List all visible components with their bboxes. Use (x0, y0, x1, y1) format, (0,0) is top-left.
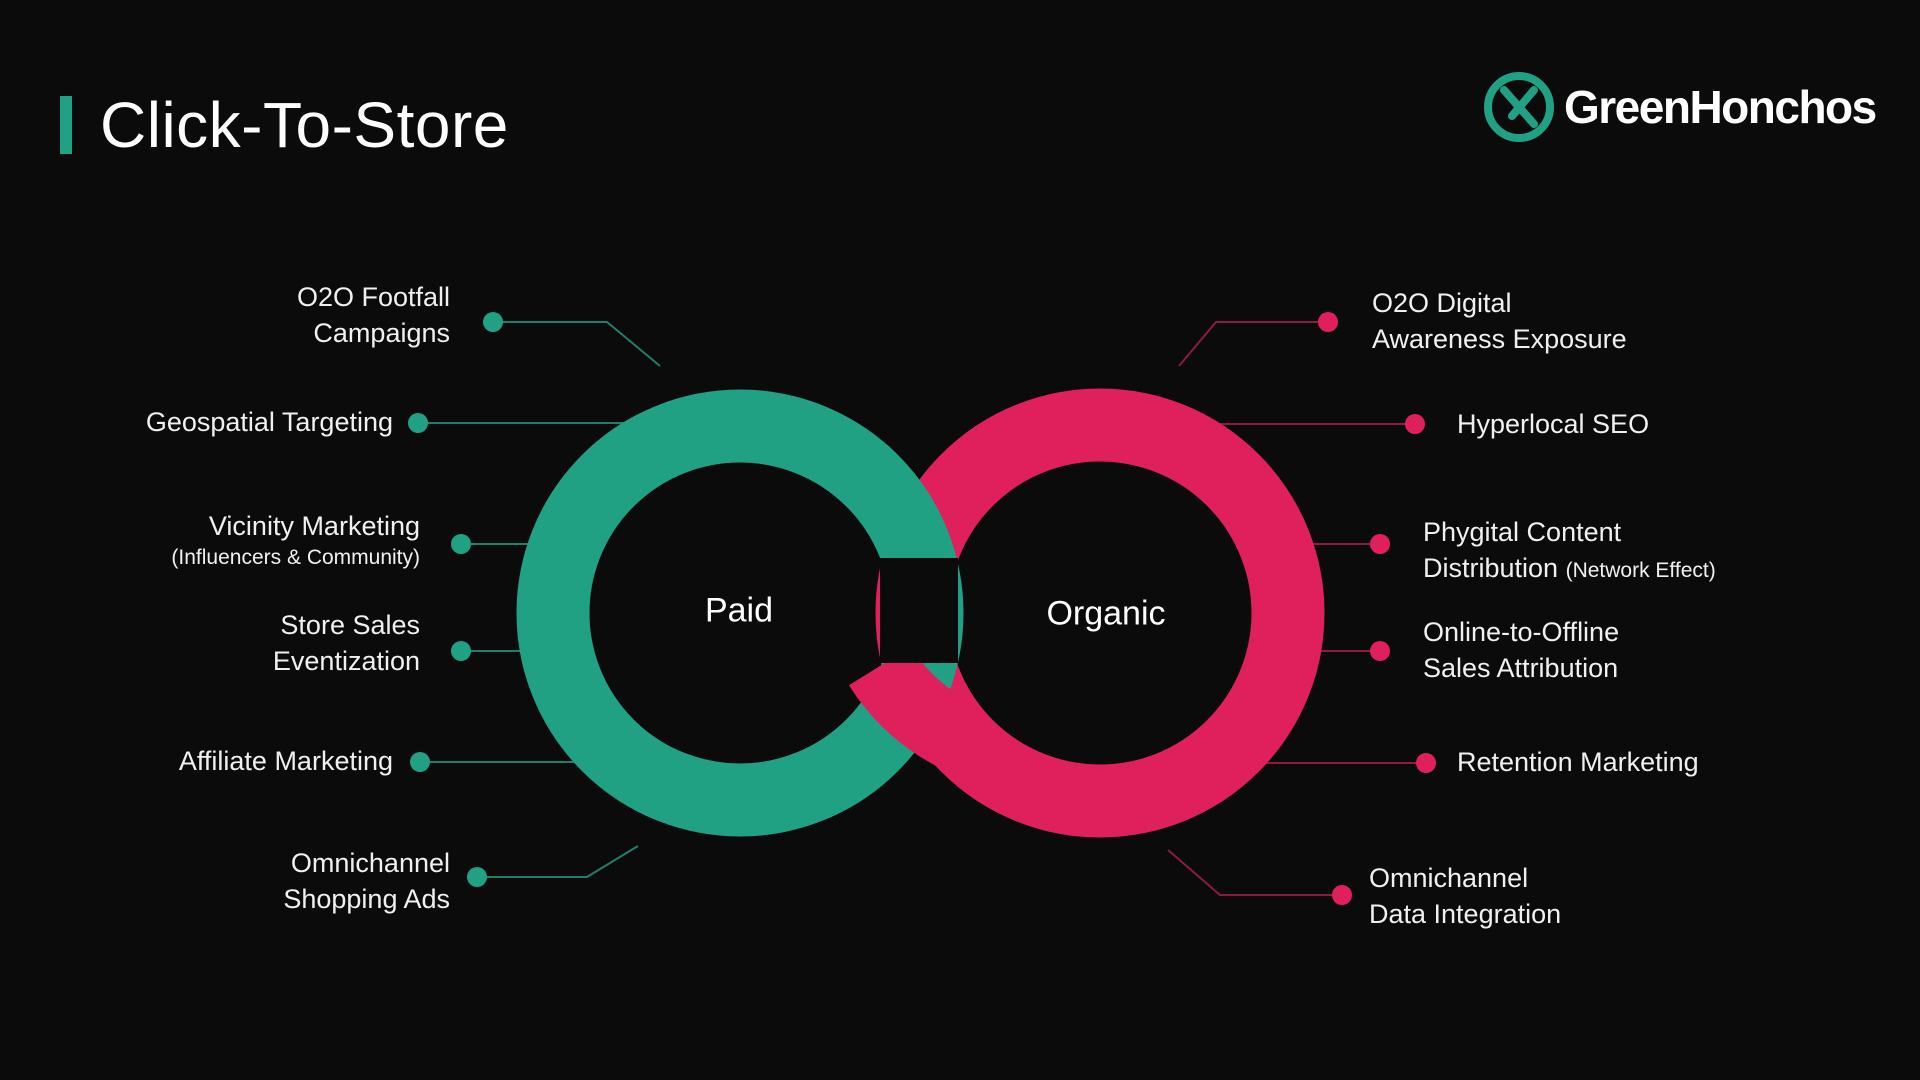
paid-item-4-line-2: Eventization (272, 646, 420, 676)
dot-paid-1 (483, 312, 503, 332)
dot-paid-5 (410, 752, 430, 772)
title-accent-bar (60, 96, 72, 154)
organic-item-4-line-1: Online-to-Offline (1423, 617, 1620, 647)
connector-organic-1 (1178, 321, 1328, 367)
organic-item-2-line-1: Hyperlocal SEO (1457, 409, 1650, 439)
brand-name: GreenHonchos (1564, 81, 1877, 133)
paid-item-1: O2O Footfall Campaigns (297, 279, 450, 351)
paid-label: Paid (704, 591, 774, 630)
organic-item-6: Omnichannel Data Integration (1369, 860, 1561, 932)
paid-item-5: Affiliate Marketing (179, 743, 393, 779)
organic-item-3-line-1: Phygital Content (1423, 517, 1622, 547)
paid-item-1-line-2: Campaigns (313, 318, 450, 348)
connector-paid-1 (492, 321, 661, 367)
connector-paid-6 (477, 845, 639, 878)
paid-item-2: Geospatial Targeting (146, 404, 393, 440)
organic-item-5: Retention Marketing (1457, 744, 1699, 780)
dot-paid-6 (467, 867, 487, 887)
greenhonchos-logo-icon (1484, 72, 1554, 142)
organic-item-2: Hyperlocal SEO (1457, 406, 1649, 442)
organic-item-6-line-1: Omnichannel (1369, 863, 1529, 893)
paid-cut (880, 561, 958, 663)
paid-cut-edge (880, 558, 958, 562)
page-title: Click-To-Store (100, 89, 509, 161)
paid-item-3-line-1: Vicinity Marketing (208, 511, 420, 541)
paid-item-4: Store Sales Eventization (273, 607, 420, 679)
dot-paid-3 (451, 534, 471, 554)
organic-item-4-line-2: Sales Attribution (1423, 653, 1619, 683)
organic-label: Organic (1046, 594, 1166, 633)
organic-dots (1318, 312, 1436, 905)
dot-organic-1 (1318, 312, 1338, 332)
organic-item-4: Online-to-Offline Sales Attribution (1423, 614, 1619, 686)
organic-connectors (1167, 321, 1426, 896)
paid-item-2-line-1: Geospatial Targeting (145, 407, 393, 437)
dot-organic-5 (1416, 753, 1436, 773)
organic-item-1: O2O Digital Awareness Exposure (1372, 285, 1627, 357)
paid-item-6-line-1: Omnichannel (290, 848, 450, 878)
organic-item-1-line-2: Awareness Exposure (1372, 324, 1627, 354)
organic-item-3-suffix: (Network Effect) (1565, 559, 1716, 582)
organic-item-1-line-1: O2O Digital (1372, 288, 1512, 318)
organic-item-3: Phygital Content Distribution (Network E… (1423, 514, 1716, 589)
connector-organic-6 (1167, 849, 1342, 896)
paid-item-1-line-1: O2O Footfall (296, 282, 450, 312)
organic-overlap-segment (849, 645, 975, 769)
paid-item-5-line-1: Affiliate Marketing (178, 746, 393, 776)
paid-dots (408, 312, 503, 887)
paid-item-4-line-1: Store Sales (280, 610, 420, 640)
dot-paid-2 (408, 413, 428, 433)
organic-item-5-line-1: Retention Marketing (1457, 747, 1699, 777)
organic-item-3-line-2: Distribution (1423, 553, 1559, 583)
dot-organic-4 (1370, 641, 1390, 661)
paid-item-3: Vicinity Marketing (Influencers & Commun… (171, 508, 420, 572)
paid-item-6-line-2: Shopping Ads (283, 884, 450, 914)
brand-logo: GreenHonchos (1482, 70, 1877, 144)
dot-paid-4 (451, 641, 471, 661)
dot-organic-3 (1370, 534, 1390, 554)
dot-organic-2 (1405, 414, 1425, 434)
organic-item-6-line-2: Data Integration (1369, 899, 1562, 929)
dot-organic-6 (1332, 885, 1352, 905)
paid-item-3-sub: (Influencers & Community) (171, 546, 420, 569)
paid-item-6: Omnichannel Shopping Ads (283, 845, 450, 917)
